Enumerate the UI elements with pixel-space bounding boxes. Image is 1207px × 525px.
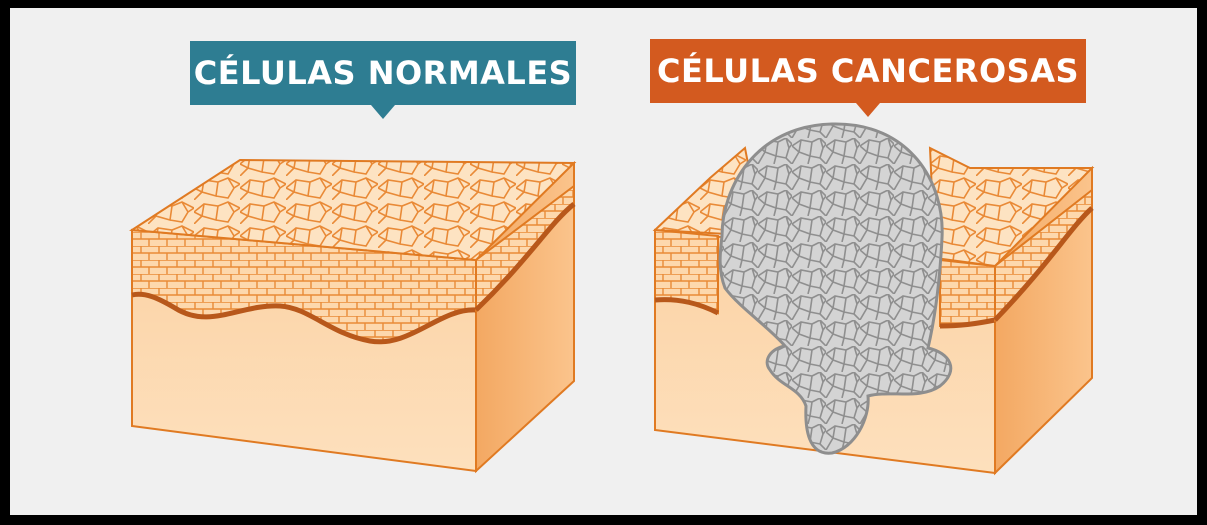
normal-cells-label-text: CÉLULAS NORMALES <box>194 54 572 92</box>
cancer-cells-label-pointer <box>856 103 880 117</box>
diagram-canvas: CÉLULAS NORMALES CÉLULAS CANCEROSAS <box>10 8 1197 515</box>
cancer-cells-label: CÉLULAS CANCEROSAS <box>650 39 1086 103</box>
normal-cells-label-pointer <box>371 105 395 119</box>
normal-skin-block <box>132 160 574 471</box>
cancer-epidermis-front-right <box>940 260 995 326</box>
cancer-skin-block <box>655 124 1092 473</box>
normal-cells-label: CÉLULAS NORMALES <box>190 41 576 105</box>
cancer-cells-label-text: CÉLULAS CANCEROSAS <box>657 52 1079 90</box>
